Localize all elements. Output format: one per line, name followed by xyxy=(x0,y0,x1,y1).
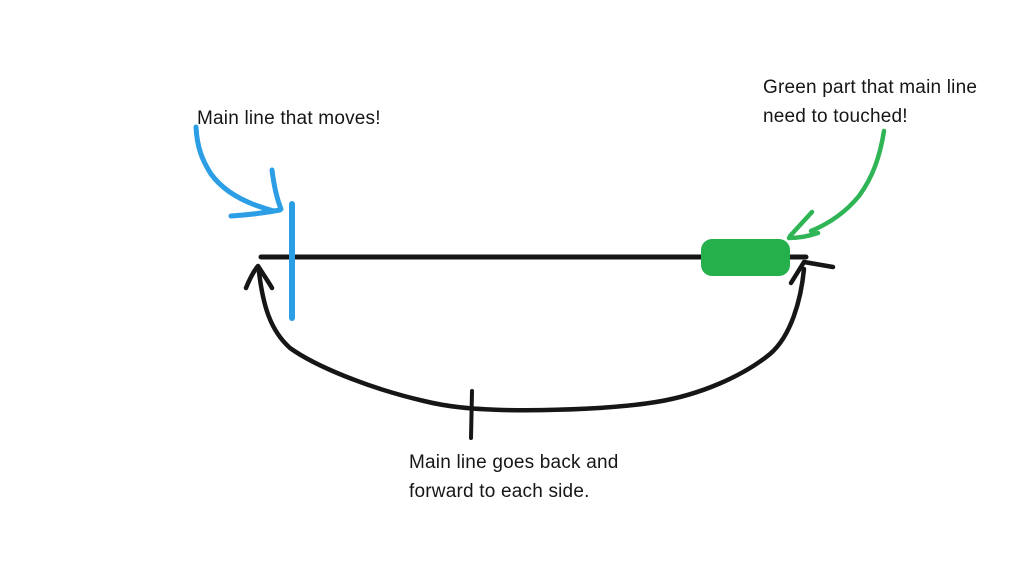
center-tick xyxy=(469,389,474,440)
right-arrowhead-icon xyxy=(788,259,836,286)
green-arrowhead-icon xyxy=(787,209,815,239)
blue-arrowhead-icon xyxy=(228,207,283,219)
green-arrow-curve xyxy=(808,128,887,234)
label-motion-line2: forward to each side. xyxy=(409,481,590,502)
green-arrowhead-icon xyxy=(786,230,821,241)
oscillation-curve xyxy=(256,266,807,413)
label-motion-line1: Main line goes back and xyxy=(409,452,619,473)
green-target-rect xyxy=(701,239,790,276)
label-green-part: Green part that main line need to touche… xyxy=(763,73,977,131)
blue-arrowhead-icon xyxy=(269,167,284,212)
label-green-part-line2: need to touched! xyxy=(763,106,908,127)
label-moving-line: Main line that moves! xyxy=(197,108,381,129)
label-green-part-line1: Green part that main line xyxy=(763,77,978,98)
left-arrowhead-icon xyxy=(243,263,275,291)
label-motion: Main line goes back and forward to each … xyxy=(409,448,619,506)
blue-arrow-curve xyxy=(193,124,277,214)
